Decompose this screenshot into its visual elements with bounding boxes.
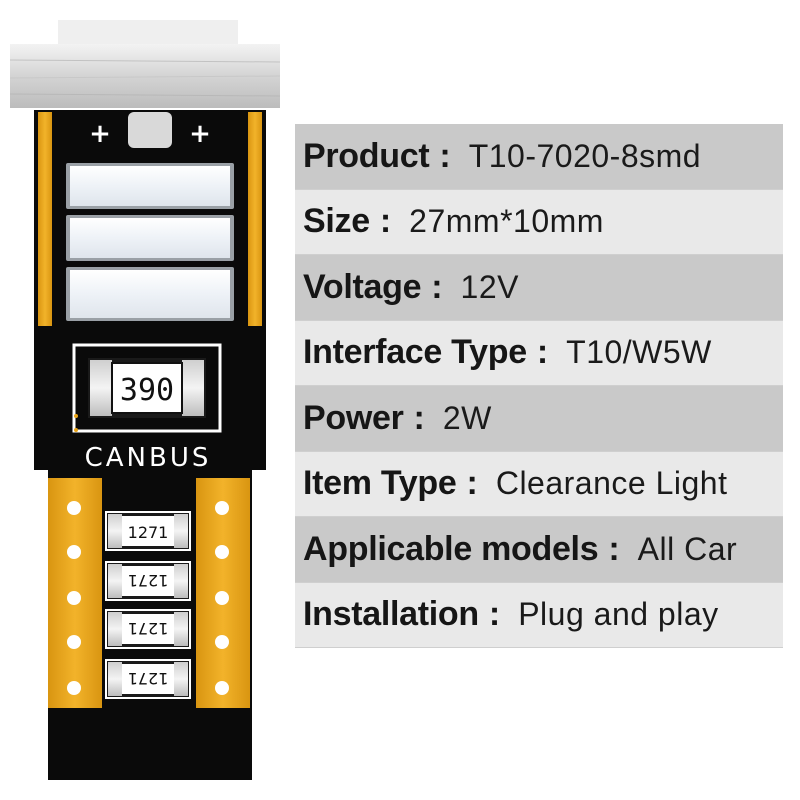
spec-separator: : [466,464,478,503]
chip-label-4: 1271 [128,669,169,688]
smd-chips [105,511,191,699]
spec-row-power: Power : 2W [295,386,783,452]
led-chips [66,163,234,321]
spec-row-installation: Installation : Plug and play [295,582,783,648]
spec-label: Applicable models [303,529,599,568]
plus-sign-left: + [89,119,111,149]
spec-row-item-type: Item Type : Clearance Light [295,451,783,517]
plus-sign-right: + [189,119,211,149]
spec-label: Power [303,398,404,437]
spec-row-size: Size : 27mm*10mm [295,189,783,255]
spec-separator: : [488,595,501,634]
spec-row-voltage: Voltage : 12V [295,255,783,321]
spec-value: 27mm*10mm [409,203,604,240]
canbus-label: CANBUS [85,443,212,473]
spec-separator: : [413,398,425,437]
spec-value: T10/W5W [566,334,712,371]
gold-strip-left [38,112,52,326]
spec-label: Size [303,202,370,241]
resistor-390 [72,343,222,433]
spec-label: Voltage [303,267,422,306]
spec-row-product: Product : T10-7020-8smd [295,124,783,190]
spec-label: Interface Type [303,333,527,372]
spec-separator: : [536,333,549,372]
spec-separator: : [431,267,443,306]
spec-row-interface-type: Interface Type : T10/W5W [295,320,783,386]
spec-separator: : [439,136,451,175]
led-bulb-image: + + 390 CANBUS [9,20,281,780]
spec-value: T10-7020-8smd [468,137,702,174]
contact-holes [67,501,229,695]
spec-label: Item Type [303,464,457,503]
spec-separator: : [379,202,392,241]
spec-value: 12V [460,268,519,305]
spec-label: Product [303,136,430,175]
chip-label-3: 1271 [128,619,169,638]
spec-value: All Car [637,530,738,567]
spec-separator: : [608,529,620,568]
spec-table: Product : T10-7020-8smd Size : 27mm*10mm… [295,124,783,648]
bulb-cap [9,20,281,108]
spec-value: Clearance Light [495,465,728,502]
spec-value: Plug and play [518,596,719,633]
chip-label-1: 1271 [128,523,169,542]
gold-strip-right [248,112,262,326]
spec-value: 2W [442,399,492,436]
spec-label: Installation [303,595,479,634]
spec-row-applicable-models: Applicable models : All Car [295,517,783,583]
resistor-label: 390 [120,373,174,408]
connector-nub [128,112,172,148]
chip-label-2: 1271 [128,571,169,590]
